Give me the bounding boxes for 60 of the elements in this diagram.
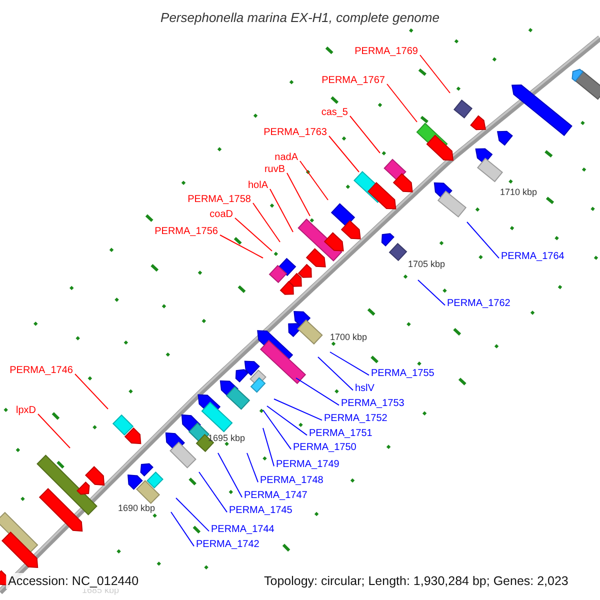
- scale-label: 1695 kbp: [208, 433, 246, 443]
- gene-label: PERMA_1751: [307, 428, 374, 440]
- leader-line: [328, 136, 360, 172]
- leader-line: [418, 280, 446, 306]
- scale-label: 1705 kbp: [408, 259, 446, 269]
- leader-line: [300, 160, 328, 200]
- leader-line: [252, 202, 280, 242]
- map-title: Persephonella marina EX-H1, complete genome: [160, 10, 440, 25]
- gene-label: PERMA_1764: [499, 251, 566, 263]
- leader-line: [170, 512, 194, 547]
- leader-line: [74, 374, 108, 410]
- leader-line: [266, 406, 308, 436]
- leader-line: [350, 116, 380, 154]
- leader-line: [176, 498, 210, 532]
- gene-label: PERMA_1755: [369, 368, 436, 380]
- gene-label: PERMA_1745: [227, 505, 294, 517]
- leader-line: [296, 378, 340, 406]
- gene-label: PERMA_1744: [209, 524, 276, 536]
- gene-label: hslV: [353, 383, 376, 395]
- gene-label: PERMA_1747: [242, 490, 310, 502]
- leader-line: [274, 398, 322, 421]
- gene-label: cas_5: [319, 107, 350, 119]
- leader-line: [198, 472, 228, 513]
- gene-label: PERMA_1763: [262, 127, 329, 139]
- gene-label: PERMA_1749: [274, 459, 342, 471]
- scale-label: 1700 kbp: [330, 332, 368, 342]
- leader-line: [466, 222, 500, 259]
- leader-line: [318, 356, 354, 391]
- gene-label: PERMA_1767: [320, 75, 387, 87]
- leader-line: [286, 172, 310, 216]
- gene-label: PERMA_1756: [152, 226, 220, 238]
- leader-line: [270, 188, 294, 232]
- leader-line: [234, 218, 272, 252]
- gene-label: PERMA_1742: [194, 539, 262, 551]
- gene-label: PERMA_1750: [291, 442, 358, 454]
- gene-label: lpxD: [14, 405, 38, 417]
- scale-label: 1710 kbp: [500, 187, 538, 197]
- leader-line: [262, 410, 292, 450]
- genome-info-text: Topology: circular; Length: 1,930,284 bp; Genes: 2,023: [262, 573, 570, 589]
- gene-label: PERMA_1752: [322, 413, 390, 425]
- gene-label: PERMA_1762: [445, 298, 512, 310]
- accession-text: Accession: NC_012440: [6, 573, 141, 589]
- gene-label: PERMA_1753: [339, 398, 406, 410]
- leader-line: [220, 234, 264, 258]
- scale-label: 1690 kbp: [118, 503, 156, 513]
- leader-line: [330, 352, 370, 376]
- gene-label: nadA: [272, 152, 300, 164]
- leader-line: [420, 54, 450, 94]
- leader-line: [262, 428, 274, 467]
- gene-label: coaD: [208, 209, 235, 221]
- leader-line: [218, 452, 242, 498]
- gene-label: PERMA_1769: [352, 46, 420, 58]
- gene-label: ruvB: [262, 164, 287, 176]
- gene-label: PERMA_1758: [186, 194, 253, 206]
- gene-label: holA: [246, 180, 270, 192]
- gene-label: PERMA_1748: [258, 475, 326, 487]
- leader-line: [386, 84, 418, 122]
- leader-line: [246, 452, 258, 483]
- gene-label: PERMA_1746: [8, 365, 75, 377]
- leader-line: [38, 414, 70, 448]
